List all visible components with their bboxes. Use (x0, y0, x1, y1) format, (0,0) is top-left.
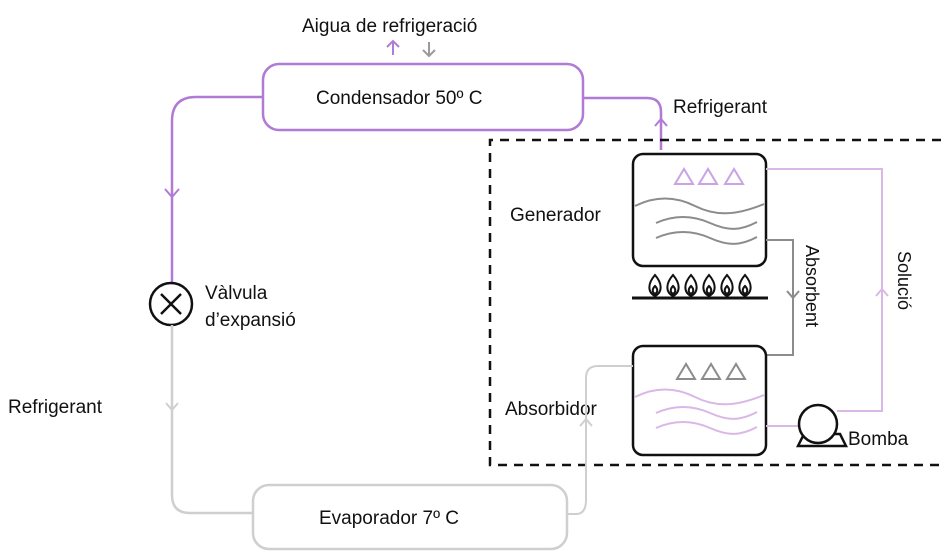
sprayer-icon (675, 362, 747, 380)
evaporator-box (251, 483, 569, 551)
burner (632, 273, 768, 300)
solution-pipe (766, 168, 883, 412)
absorption-system-boundary (488, 138, 941, 467)
arrow-icon (786, 290, 800, 300)
pump-label: Bomba (848, 429, 909, 450)
expansion-valve-icon (148, 281, 194, 327)
refrigerant-left-label: Refrigerant (8, 397, 103, 418)
solution-label: Solució (894, 251, 914, 310)
arrow-icon (875, 287, 889, 297)
generator-solution-waves (634, 197, 765, 245)
flame-icon (702, 273, 716, 298)
generator-box (631, 152, 768, 268)
absorbent-label: Absorbent (802, 245, 822, 327)
arrow-icon (165, 402, 179, 412)
absorber-label: Absorbidor (505, 399, 598, 420)
generator-label: Generador (510, 205, 602, 226)
absorber-solution-waves (634, 388, 765, 435)
arrow-icon (164, 188, 180, 199)
pump-icon (795, 403, 849, 448)
cooling-water-label: Aigua de refrigeració (302, 16, 477, 37)
cooling-water-arrows (386, 39, 436, 58)
flame-icon (684, 273, 698, 298)
arrow-icon (654, 117, 668, 127)
condenser-to-valve-pipe (170, 95, 263, 283)
arrow-icon (579, 417, 593, 427)
sprayer-icon (673, 167, 745, 185)
absorber-box (631, 344, 768, 457)
flame-icon (666, 273, 680, 298)
flame-icon (720, 273, 734, 298)
flame-icon (738, 273, 752, 298)
valve-label-line1: Vàlvula (205, 283, 268, 304)
valve-to-evaporator-pipe (170, 325, 253, 515)
evaporator-label: Evaporador 7º C (319, 508, 459, 529)
flame-icon (648, 273, 662, 298)
valve-label-line2: d’expansió (205, 310, 296, 331)
absorbent-pipe (766, 239, 794, 356)
condenser-label: Condensador 50º C (316, 88, 482, 109)
evaporator-to-absorber-pipe (567, 365, 633, 515)
generator-to-condenser-pipe (583, 96, 663, 150)
refrigerant-top-label: Refrigerant (673, 97, 768, 118)
